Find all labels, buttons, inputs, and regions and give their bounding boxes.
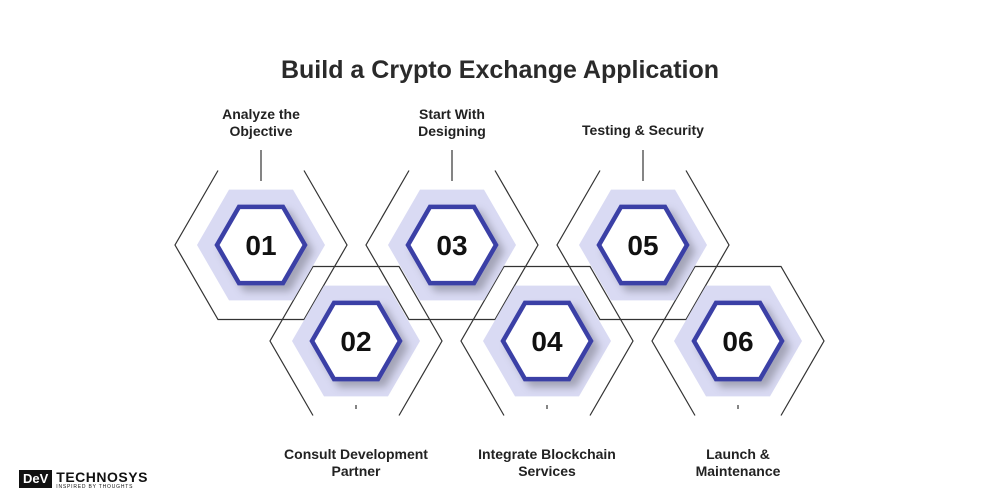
step-number-5: 05 <box>627 230 658 261</box>
step-label-6: Launch & Maintenance <box>695 446 781 479</box>
step-number-1: 01 <box>245 230 276 261</box>
step-label-3: Start With Designing <box>418 106 486 139</box>
step-number-6: 06 <box>722 326 753 357</box>
title-prefix: Build a <box>280 56 372 84</box>
step-number-2: 02 <box>340 326 371 357</box>
logo-name: TECHNOSYS <box>56 469 148 485</box>
outline-hex-5 <box>556 170 730 321</box>
step-hex-6 <box>691 300 785 382</box>
step-hex-4 <box>500 300 594 382</box>
outline-hex-3 <box>365 170 539 321</box>
step-hex-5 <box>596 204 690 286</box>
step-number-3: 03 <box>436 230 467 261</box>
logo-tagline: INSPIRED BY THOUGHTS <box>56 484 134 490</box>
step-label-5: Testing & Security <box>582 122 704 138</box>
outline-hex-6 <box>651 265 825 416</box>
step-number-4: 04 <box>531 326 563 357</box>
step-label-1: Analyze the Objective <box>222 106 300 139</box>
outline-hex-1 <box>174 170 348 321</box>
step-hex-1 <box>214 204 308 286</box>
outline-hex-4 <box>460 265 634 416</box>
step-hex-2 <box>309 300 403 382</box>
outline-hex-2 <box>269 265 443 416</box>
step-label-2: Consult Development Partner <box>284 446 428 479</box>
company-logo: DeV TECHNOSYS INSPIRED BY THOUGHTS <box>19 470 148 492</box>
logo-mark: DeV <box>19 470 53 488</box>
step-label-4: Integrate Blockchain Services <box>478 446 616 479</box>
title-emphasis: Crypto Exchange Application <box>371 56 720 84</box>
step-hex-3 <box>405 204 499 286</box>
page-title: Build a Crypto Exchange Application <box>0 56 1000 85</box>
